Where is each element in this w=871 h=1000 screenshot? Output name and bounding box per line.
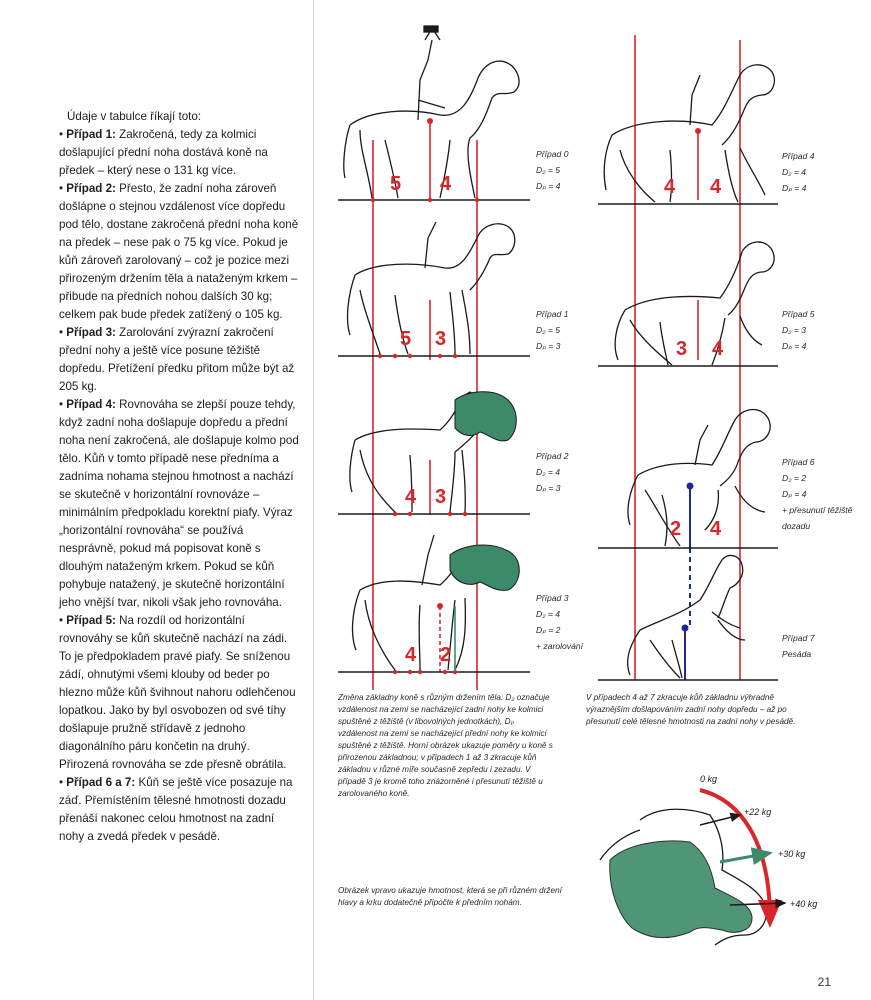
item-case-3: • Případ 3: Zarolování zvýrazní zakročen…	[59, 326, 295, 393]
center-of-gravity-6	[686, 482, 694, 490]
caption-left: Změna základny koně s různým držením těl…	[338, 693, 553, 798]
item-case-4: • Případ 4: Rovnováha se zlepší pouze te…	[59, 398, 299, 609]
left-numbers: 5 4 5 3 4 3 4 2	[390, 173, 452, 666]
body-text: Údaje v tabulce říkají toto: • Případ 1:…	[59, 108, 299, 846]
item-case-1: • Případ 1: Zakročená, tedy za kolmici d…	[59, 128, 268, 177]
weight-22: +22 kg	[744, 807, 771, 817]
item-case-5: • Případ 5: Na rozdíl od horizontální ro…	[59, 614, 296, 771]
left-ground-lines	[338, 199, 530, 673]
horse-case-0	[343, 25, 520, 199]
caption-right: V případech 4 až 7 zkracuje kůň základnu…	[586, 693, 796, 726]
case-6-dp: 4	[710, 518, 722, 540]
horse-case-1	[346, 221, 516, 355]
case-1-dp: 3	[435, 328, 446, 350]
left-ground-dots	[370, 197, 480, 675]
weight-labels: 0 kg +22 kg +30 kg +40 kg	[700, 774, 817, 909]
caption-bottom: Obrázek vpravo ukazuje hmotnost, která s…	[338, 886, 562, 907]
weight-30: +30 kg	[778, 849, 805, 859]
case-0-dp: 4	[440, 173, 452, 195]
horse-case-6	[627, 408, 771, 547]
right-ground-lines	[598, 203, 778, 681]
case-4-dp: 4	[710, 176, 722, 198]
horse-case-7	[626, 554, 746, 679]
page-number: 21	[817, 975, 831, 989]
center-of-gravity-4	[695, 128, 701, 134]
item-case-6-7: • Případ 6 a 7: Kůň se ještě více posazu…	[59, 776, 293, 843]
center-of-gravity-3	[437, 603, 443, 609]
intro-text: Údaje v tabulce říkají toto:	[67, 110, 202, 123]
case-6-dz: 2	[670, 518, 681, 540]
horse-case-5	[614, 241, 775, 366]
weight-diagram	[599, 788, 787, 946]
horse-case-4	[603, 64, 776, 203]
weight-40: +40 kg	[790, 899, 817, 909]
case-3-dz: 4	[405, 644, 417, 666]
case-2-dz: 4	[405, 486, 417, 508]
case-3-dp: 2	[440, 644, 451, 666]
horse-case-2	[349, 391, 517, 513]
case-1-dz: 5	[400, 328, 411, 350]
right-numbers: 4 4 3 4 2 4	[664, 176, 724, 540]
case-2-dp: 3	[435, 486, 446, 508]
page-fold	[313, 0, 314, 1000]
case-5-dp: 4	[712, 338, 724, 360]
case-4-dz: 4	[664, 176, 676, 198]
right-vertical-lines	[634, 35, 741, 680]
item-case-2: • Případ 2: Přesto, že zadní noha zárove…	[59, 182, 299, 321]
horse-case-3	[351, 534, 520, 671]
center-of-gravity-0	[427, 118, 433, 124]
case-0-dz: 5	[390, 173, 401, 195]
weight-0: 0 kg	[700, 774, 717, 784]
center-of-gravity-7	[681, 624, 689, 632]
case-5-dz: 3	[676, 338, 687, 360]
